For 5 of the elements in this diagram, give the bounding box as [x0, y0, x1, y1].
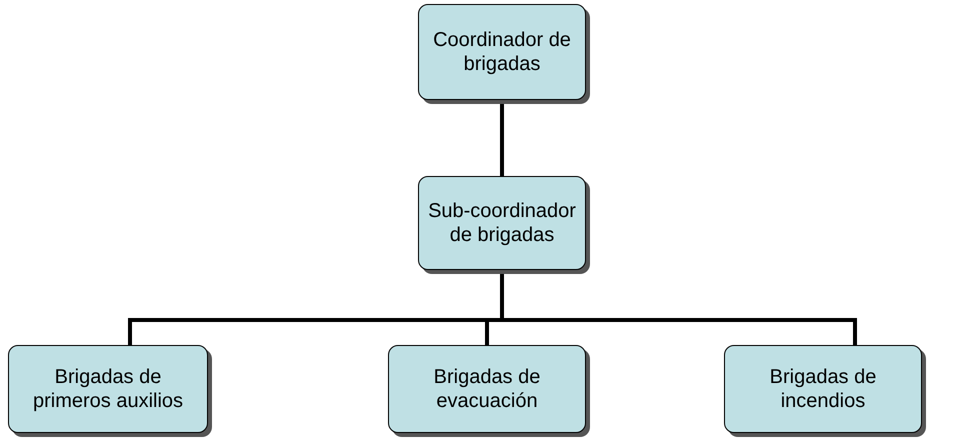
box-label: Brigadas de evacuación: [432, 365, 542, 413]
box-label: Brigadas de incendios: [768, 365, 878, 413]
box-label: Sub-coordinador de brigadas: [427, 199, 577, 247]
box-label: Coordinador de brigadas: [432, 28, 572, 76]
box-label: Brigadas de primeros auxilios: [32, 365, 184, 413]
